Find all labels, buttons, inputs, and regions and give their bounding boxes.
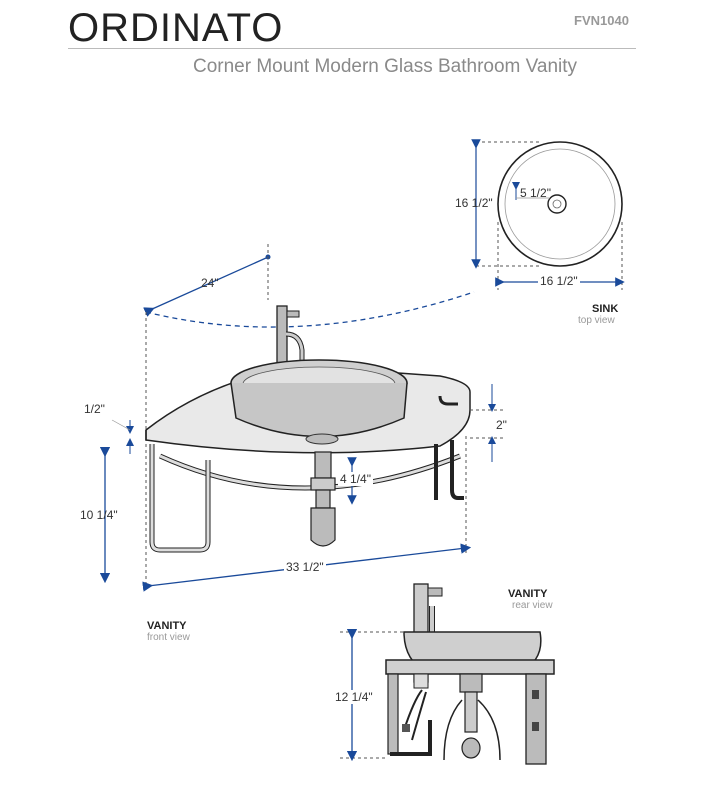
sink-width-dim: 16 1/2" — [538, 274, 580, 288]
top-thickness-dim: 1/2" — [84, 402, 105, 416]
vanity-rear-view — [340, 583, 555, 765]
basin-height-dim: 2" — [496, 418, 507, 432]
drain-drop-dim: 4 1/4" — [338, 472, 373, 486]
rear-view-label: rear view — [512, 600, 553, 611]
front-view-label: front view — [147, 632, 190, 643]
depth-dim: 24" — [201, 276, 219, 290]
brand-title: ORDINATO — [68, 6, 284, 50]
rear-vanity-label: VANITY — [508, 588, 548, 600]
vanity-front-view — [99, 244, 506, 592]
front-vanity-label: VANITY — [147, 620, 187, 632]
product-subtitle: Corner Mount Modern Glass Bathroom Vanit… — [193, 56, 578, 77]
header-rule — [68, 48, 636, 49]
vanity-width-dim: 33 1/2" — [284, 560, 326, 574]
drain-dim: 5 1/2" — [520, 186, 551, 200]
sink-height-dim: 16 1/2" — [455, 196, 493, 210]
sink-view-label: top view — [578, 315, 615, 326]
sink-top-view — [471, 139, 625, 290]
model-number: FVN1040 — [574, 13, 629, 28]
sink-label: SINK — [592, 303, 619, 315]
rear-height-dim: 12 1/4" — [333, 690, 375, 704]
vanity-height-dim: 10 1/4" — [80, 508, 118, 522]
